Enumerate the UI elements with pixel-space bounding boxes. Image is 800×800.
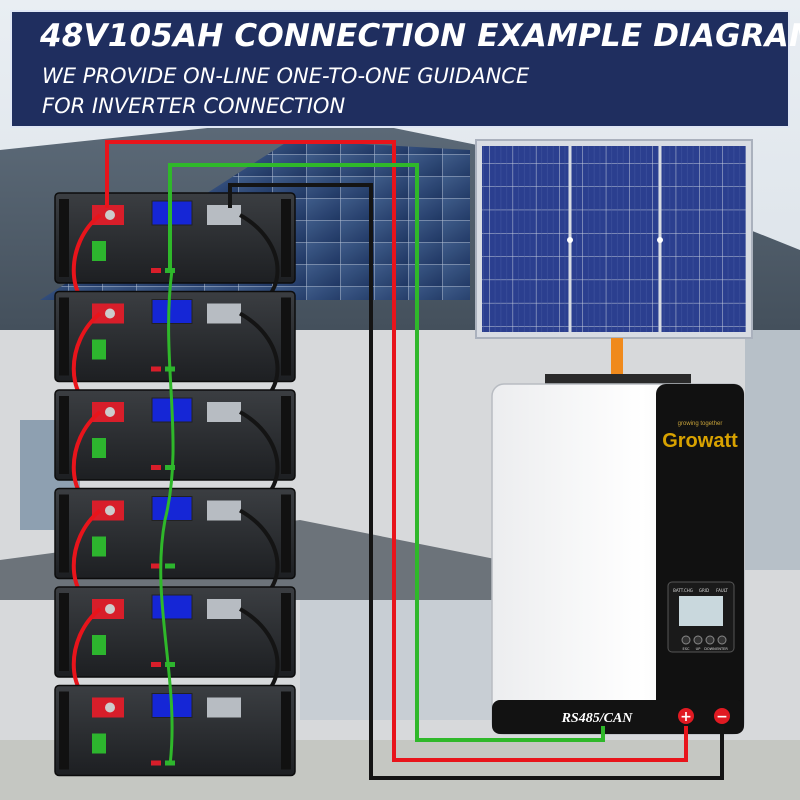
positive-terminal [678, 708, 694, 724]
inverter-brand: Growatt [662, 430, 738, 452]
pv-cable [611, 338, 623, 380]
negative-terminal [714, 708, 730, 724]
battery-module [54, 290, 296, 383]
page-title: 48V105AH CONNECTION EXAMPLE DIAGRAM [40, 18, 800, 54]
house-window-right [745, 330, 800, 570]
battery-display [151, 594, 193, 620]
battery-display [151, 496, 193, 521]
positive-main-wire [105, 140, 688, 762]
communication-main-wire [168, 163, 605, 742]
negative-symbol: − [716, 709, 728, 725]
negative-main-wire [228, 183, 724, 780]
battery-module [54, 586, 296, 678]
inverter [491, 374, 745, 735]
rs485-can-label: RS485/CAN [561, 711, 634, 726]
battery-module [54, 389, 296, 481]
key-label-enter: ENTER [716, 647, 728, 651]
status-label-grid: GRID [699, 588, 709, 593]
solar-panel [475, 139, 753, 339]
key-label-esc: ESC [683, 647, 690, 651]
subtitle-line-2: FOR INVERTER CONNECTION [42, 94, 346, 118]
wiring [105, 140, 724, 780]
battery-negative-terminal [207, 303, 241, 324]
battery-display [151, 299, 193, 324]
status-label-batt: BATT.CHG [673, 588, 693, 593]
status-label-fault: FAULT [716, 588, 728, 593]
key-label-down: DOWN [704, 647, 716, 651]
battery-stack [54, 192, 296, 777]
communication-chain-wire [159, 269, 175, 766]
battery-module [54, 487, 296, 580]
key-label-up: UP [696, 647, 701, 651]
header-banner: 48V105AH CONNECTION EXAMPLE DIAGRAM WE P… [10, 10, 800, 128]
battery-negative-terminal [207, 205, 241, 225]
battery-module [54, 684, 296, 777]
battery-negative-terminal [207, 402, 241, 422]
inverter-tagline: growing together [678, 421, 723, 427]
battery-negative-terminal [207, 599, 241, 619]
battery-module [54, 192, 296, 284]
battery-negative-terminal [207, 697, 241, 718]
positive-symbol: + [680, 709, 692, 725]
battery-negative-terminal [207, 500, 241, 521]
subtitle-line-1: WE PROVIDE ON-LINE ONE-TO-ONE GUIDANCE [42, 64, 530, 88]
balcony [300, 600, 500, 720]
